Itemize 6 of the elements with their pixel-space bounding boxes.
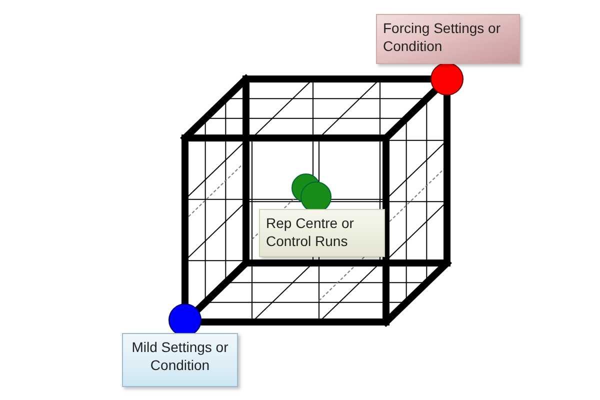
label-box [376,14,520,64]
label-text: Forcing Settings or Condition [383,19,502,55]
label-box [122,333,238,387]
label-text: Rep Centre or Control Runs [266,214,355,250]
label-text: Mild Settings or Condition [130,338,230,374]
label-box [259,209,385,257]
